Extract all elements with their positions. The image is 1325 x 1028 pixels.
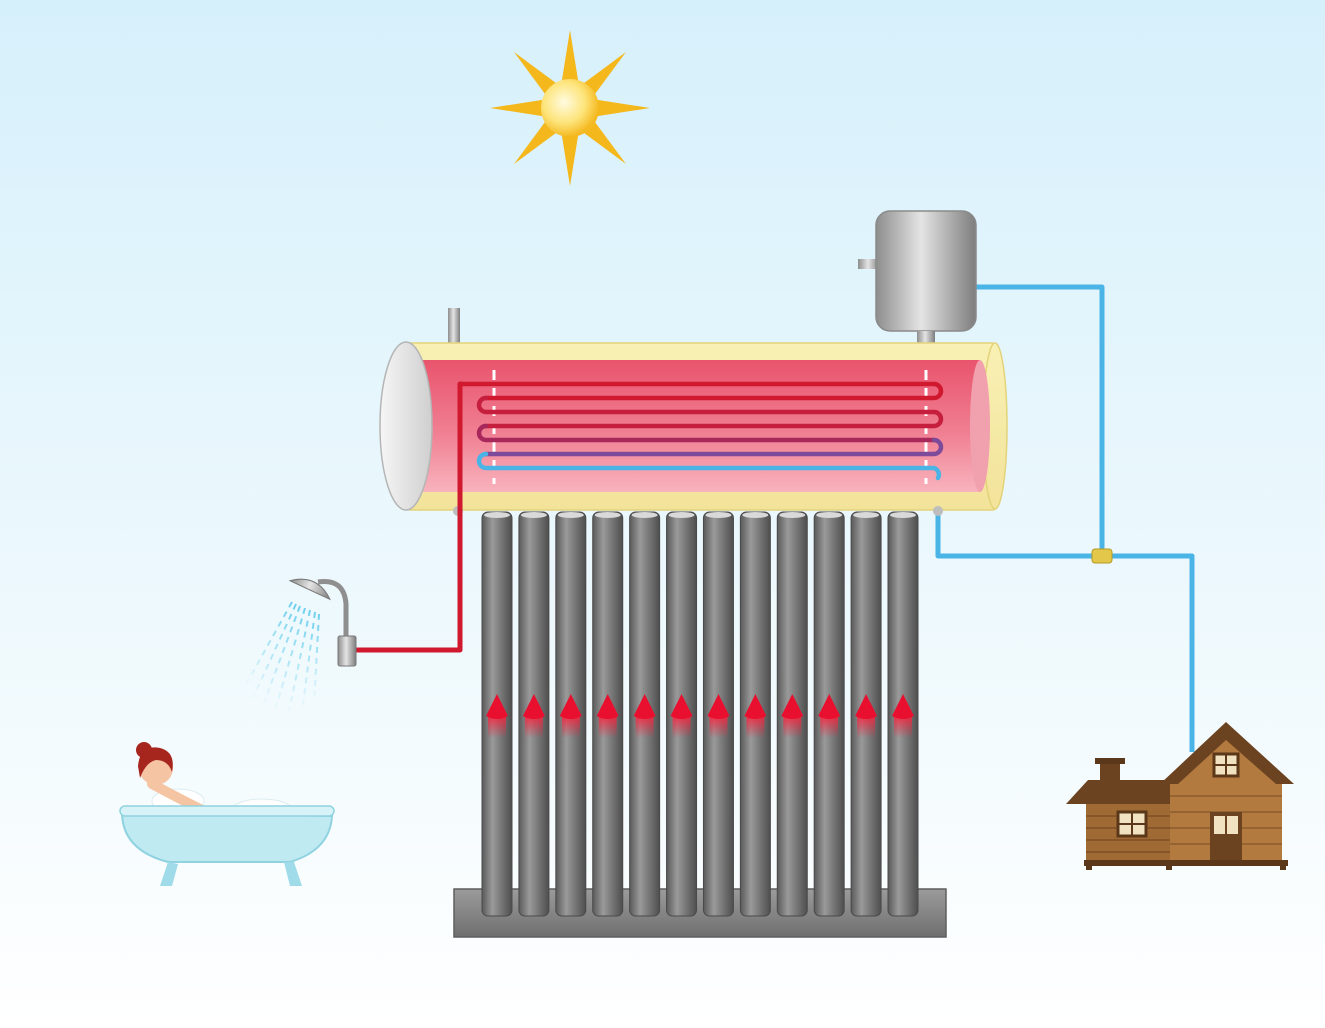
- vacuum-tube-top: [668, 512, 695, 518]
- heat-exchanger-coil: [459, 381, 944, 481]
- heat-rising-arrow: [596, 694, 619, 738]
- heat-rising-arrow: [855, 694, 878, 738]
- heat-rising-arrow: [670, 694, 693, 738]
- bathtub-icon: [119, 742, 335, 886]
- tank-end-cap: [379, 341, 433, 511]
- vacuum-tube-top: [742, 512, 769, 518]
- vacuum-tube-top: [705, 512, 732, 518]
- heat-rising-arrow: [486, 694, 508, 738]
- heat-rising-arrow: [892, 694, 914, 738]
- heat-rising-arrow: [781, 694, 804, 738]
- vacuum-tube-top: [853, 512, 880, 518]
- sun-icon: [490, 30, 650, 186]
- heat-rising-arrow: [744, 694, 767, 738]
- vacuum-tube-top: [594, 512, 621, 518]
- shower-icon: [243, 578, 357, 717]
- vacuum-tube-top: [557, 512, 584, 518]
- vacuum-tube-top: [890, 512, 916, 518]
- vacuum-tube-top: [520, 512, 547, 518]
- shower-water-spray: [243, 601, 320, 717]
- person-in-bath: [136, 742, 272, 830]
- hot-water-pipe: [354, 381, 463, 653]
- vacuum-tube-top: [779, 512, 806, 518]
- storage-tank: [379, 308, 1008, 516]
- heat-rising-arrow: [559, 694, 582, 738]
- vacuum-tube-array: [453, 511, 947, 938]
- heat-rising-arrow: [522, 694, 545, 738]
- pipe-valve: [1091, 548, 1113, 564]
- heat-rising-arrow: [707, 694, 730, 738]
- house-icon: [1066, 722, 1294, 870]
- cold-water-supply-pipe: [935, 284, 1195, 752]
- heat-rising-arrow: [818, 694, 841, 738]
- vacuum-tube-top: [816, 512, 843, 518]
- vacuum-tube-top: [631, 512, 658, 518]
- vacuum-tube-top: [484, 512, 510, 518]
- heat-rising-arrow: [633, 694, 656, 738]
